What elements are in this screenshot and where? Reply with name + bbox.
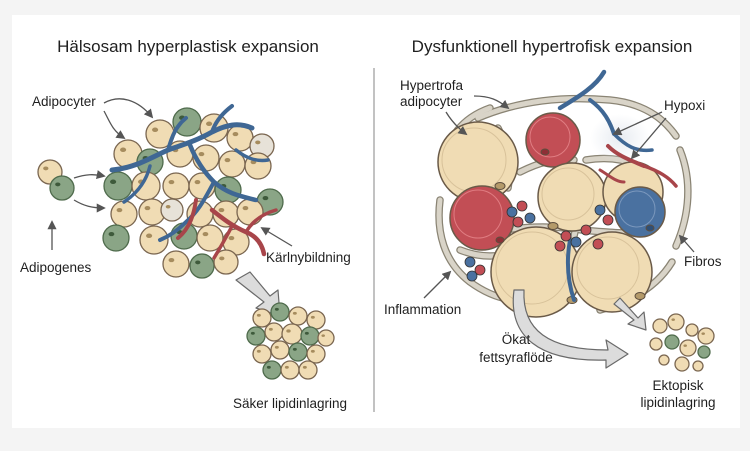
stored-lipid-cell [252, 308, 272, 328]
label-fibrosis: Fibros [684, 254, 722, 269]
adipocyte-cell [196, 224, 224, 252]
label-ectopic-line2: lipidinlagring [640, 395, 715, 410]
inflammatory-cell [506, 206, 518, 218]
arrow-hypertrophic-2 [445, 111, 468, 136]
adipocyte-cell [172, 107, 202, 137]
safe-storage-cluster [246, 302, 335, 380]
adipocyte-cell [213, 249, 239, 275]
arrow-adipocytes-1 [103, 98, 154, 119]
stored-lipid-cell [288, 342, 308, 362]
stored-lipid-cell [262, 360, 282, 380]
ectopic-droplet [679, 339, 697, 357]
arrow-inflammation [423, 270, 452, 299]
adipocyte-cell [162, 172, 190, 200]
ectopic-droplet [697, 327, 715, 345]
arrow-fibrosis [678, 234, 695, 253]
ectopic-droplet [658, 354, 670, 366]
hypertrophic-adipocytes [437, 112, 666, 318]
stored-lipid-cell [252, 344, 272, 364]
inflammatory-cell [474, 264, 486, 276]
inflammatory-cell [466, 270, 478, 282]
adipocyte-cell [236, 198, 264, 226]
ectopic-droplet [674, 356, 690, 372]
inflammatory-cell [594, 204, 606, 216]
stored-lipid-cell [306, 344, 326, 364]
inflammatory-cell [524, 212, 536, 224]
label-inflammation: Inflammation [384, 302, 461, 317]
stored-lipid-cell [288, 306, 308, 326]
stored-lipid-cell [246, 326, 266, 346]
ectopic-droplet [692, 360, 704, 372]
arrow-hypertrophic-1 [473, 95, 510, 110]
stored-lipid-cell [270, 302, 290, 322]
right-panel-title: Dysfunktionell hypertrofisk expansion [412, 37, 693, 56]
stored-lipid-cell [317, 329, 335, 347]
stored-lipid-cell [264, 322, 284, 342]
ectopic-droplet [667, 313, 685, 331]
stored-lipid-cell [270, 340, 290, 360]
label-hypertrophic-line1: Hypertrofa [400, 78, 464, 93]
arrow-hypoxia-1 [612, 111, 663, 136]
inflammatory-cell [516, 200, 528, 212]
inflammatory-cell [570, 236, 582, 248]
preadipocytes-group [37, 159, 75, 201]
adipocyte-cell [139, 225, 169, 255]
stored-lipid-cell [280, 360, 300, 380]
healthy-vessel-network [109, 104, 278, 260]
inflammatory-cell [592, 238, 604, 250]
inflammatory-cell [512, 216, 524, 228]
stored-lipid-cell [281, 323, 303, 345]
ectopic-droplet [652, 318, 668, 334]
inflammatory-cells [464, 200, 614, 282]
left-panel-title: Hälsosam hyperplastisk expansion [57, 37, 319, 56]
inflammatory-cell [580, 224, 592, 236]
inflammatory-cell [560, 230, 572, 242]
label-adipogenesis: Adipogenes [20, 260, 92, 275]
adipocyte-cell [103, 171, 133, 201]
label-hypoxia: Hypoxi [664, 98, 705, 113]
arrow-adipocytes-2 [103, 110, 126, 140]
label-ectopic-line1: Ektopisk [652, 378, 703, 393]
inflammatory-cell [602, 214, 614, 226]
inflammatory-cell [554, 240, 566, 252]
preadipocyte-cell [49, 175, 75, 201]
arrow-adipogenesis-2 [73, 199, 106, 213]
label-angiogenesis: Kärlnybildning [266, 250, 351, 265]
stored-lipid-cell [300, 326, 320, 346]
arrow-adipogenesis-1 [73, 170, 106, 180]
stored-lipid-cell [306, 310, 326, 330]
ectopic-droplet [685, 323, 699, 337]
adipocyte-cell [138, 198, 166, 226]
arrow-angiogenesis [260, 227, 293, 247]
adipocyte-cell [160, 198, 184, 222]
arrow-hypoxia-2 [630, 117, 667, 160]
inflammatory-cell [464, 256, 476, 268]
label-fatty-acid-line2: fettsyraflöde [479, 350, 553, 365]
arrow-fatty-acid-flux [512, 289, 629, 369]
ectopic-droplet [649, 337, 663, 351]
adipocyte-cell [162, 250, 190, 278]
ectopic-droplet [697, 345, 711, 359]
label-hypertrophic-line2: adipocyter [400, 94, 463, 109]
adipocyte-cell [189, 253, 215, 279]
label-safe-storage: Säker lipidinlagring [233, 396, 347, 411]
label-adipocytes: Adipocyter [32, 94, 96, 109]
stored-lipid-cell [298, 360, 318, 380]
ectopic-lipid-droplets [649, 313, 715, 372]
adipocyte-cell [110, 200, 138, 228]
adipocyte-cell [170, 222, 198, 250]
ectopic-droplet [664, 334, 680, 350]
adipocyte-cell [102, 224, 130, 252]
label-fatty-acid-line1: Ökat [502, 332, 531, 347]
arrow-to-ectopic [613, 297, 647, 331]
